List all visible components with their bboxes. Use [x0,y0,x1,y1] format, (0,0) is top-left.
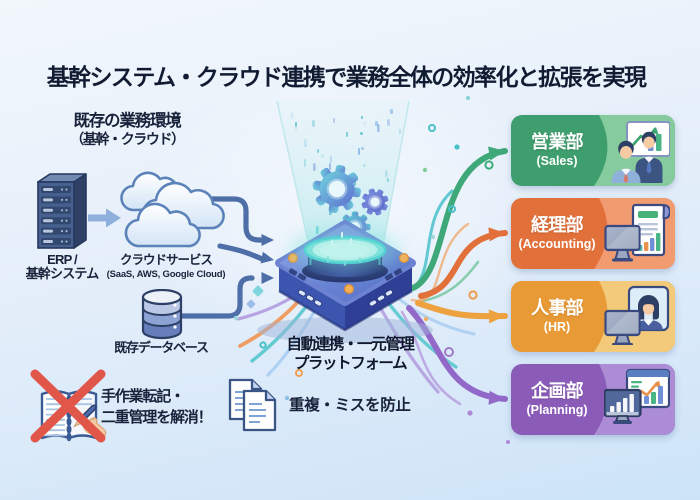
erp-label: ERP / 基幹システム [10,252,114,282]
cloud-label-main: クラウドサービス [119,253,213,267]
database-label: 既存データベース [114,340,209,355]
server-icon [36,172,88,257]
left-section-heading: 既存の業務環境 （基幹・クラウド） [47,112,207,148]
cloud-label: クラウドサービス (SaaS, AWS, Google Cloud) [98,253,234,281]
platform-label-line2: プラットフォーム [293,354,408,372]
dept-name-en: (HR) [543,320,571,335]
database-icon [140,288,184,346]
dept-card-sales[interactable]: 営業部 (Sales) [511,115,675,186]
hr-video-call-icon [604,285,670,345]
arrow-to-accounting [418,227,508,299]
companion-curves [400,189,480,406]
left-heading-line2: （基幹・クラウド） [70,131,185,148]
platform-connector-pins [297,289,394,307]
planning-chart-icon [604,368,670,428]
dept-name-en: (Planning) [526,403,588,418]
dept-card-planning[interactable]: 企画部 (Planning) [511,364,675,435]
dept-card-accounting[interactable]: 経理部 (Accounting) [511,198,675,269]
dept-card-hr[interactable]: 人事部 (HR) [511,281,675,352]
accounting-report-icon [604,202,670,262]
arrow-to-sales [410,146,508,291]
erp-label-line1: ERP / [47,252,78,267]
dept-name: 人事部 [531,297,584,318]
arrow-to-planning [406,305,508,405]
arrow-to-hr [415,300,508,324]
flow-arrows-left [176,196,274,319]
dept-name: 企画部 [531,380,584,401]
platform-label: 自動連携・一元管理 プラットフォーム [255,336,445,374]
dept-name-en: (Sales) [536,154,578,169]
sales-presentation-icon [600,119,670,183]
cloud-icon [116,162,238,255]
cloud-label-sub: (SaaS, AWS, Google Cloud) [106,269,226,281]
benefit-manual-entry-line2: 二重管理を解消！ [101,408,213,426]
left-heading-line1: 既存の業務環境 [73,112,181,130]
benefit-prevent-errors: 重複・ミスを防止 [289,397,411,414]
platform-label-line1: 自動連携・一元管理 [286,336,415,353]
dept-name: 経理部 [531,214,584,235]
benefit-manual-entry: 手作業転記・ 二重管理を解消！ [101,387,241,428]
red-cross-icon [28,368,108,449]
page-title: 基幹システム・クラウド連携で業務全体の効率化と拡張を実現 [46,64,647,90]
arrow-server-to-cloud [88,208,121,228]
benefit-manual-entry-line1: 手作業転記・ [101,388,185,405]
dept-name-en: (Accounting) [518,237,596,252]
dept-name: 営業部 [531,131,584,152]
duplicate-documents-icon [228,374,286,441]
erp-label-line2: 基幹システム [25,266,100,282]
